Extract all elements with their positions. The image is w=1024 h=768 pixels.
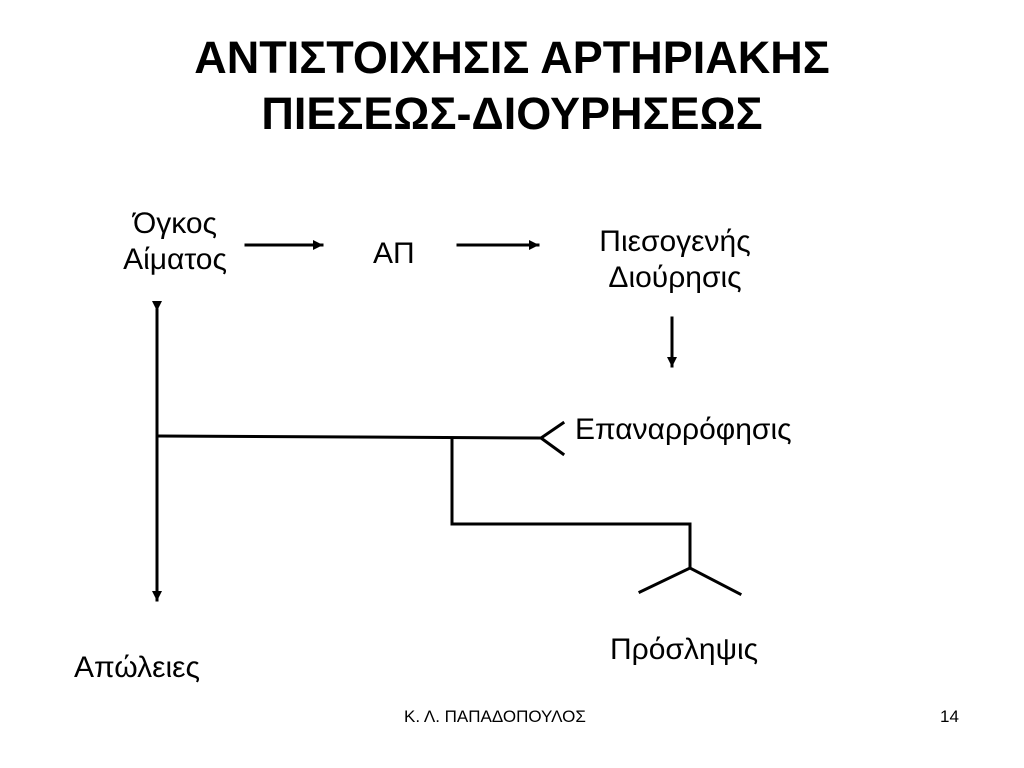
node-bp: ΑΠ — [373, 237, 415, 270]
footer-author: Κ. Λ. ΠΑΠΑΔΟΠΟΥΛΟΣ — [404, 707, 586, 726]
title-line-1: ΑΝΤΙΣΤΟΙΧΗΣΙΣ ΑΡΤΗΡΙΑΚΗΣ — [194, 32, 830, 83]
node-pressure-diuresis-line-1: Πιεσογενής — [599, 225, 751, 258]
node-intake: Πρόσληψις — [610, 633, 759, 666]
node-losses: Απώλειες — [74, 651, 201, 684]
horizontal-connector — [155, 434, 542, 440]
intake-fork — [637, 566, 743, 597]
node-blood-volume: Όγκος Αίματος — [100, 206, 250, 278]
node-pressure-diuresis: Πιεσογενής Διούρησις — [570, 224, 780, 296]
footer-page-number: 14 — [940, 707, 959, 726]
reabsorption-bracket — [538, 420, 566, 457]
node-reabsorption: Επαναρρόφησις — [575, 413, 792, 446]
node-blood-volume-line-2: Αίματος — [123, 243, 227, 276]
node-blood-volume-line-1: Όγκος — [132, 207, 217, 240]
title-line-2: ΠΙΕΣΕΩΣ-ΔΙΟΥΡΗΣΕΩΣ — [261, 88, 763, 139]
slide-title: ΑΝΤΙΣΤΟΙΧΗΣΙΣ ΑΡΤΗΡΙΑΚΗΣ ΠΙΕΣΕΩΣ-ΔΙΟΥΡΗΣ… — [0, 30, 1024, 142]
node-pressure-diuresis-line-2: Διούρησις — [608, 261, 742, 294]
